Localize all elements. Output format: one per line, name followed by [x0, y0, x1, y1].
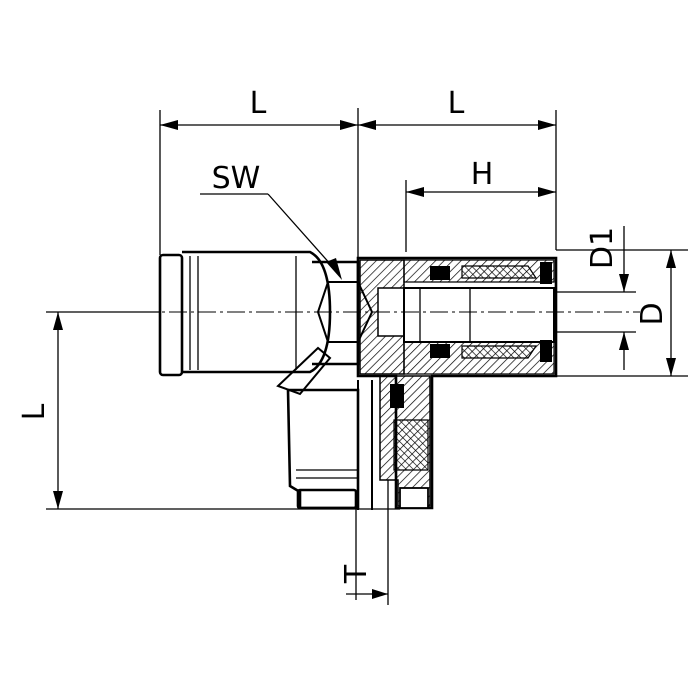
fitting-body: [158, 250, 558, 510]
dimension-lines: [46, 108, 688, 605]
outer-diameter-label: D: [635, 302, 670, 325]
thread-length-label: T: [339, 564, 374, 584]
inner-diameter-label: D1: [585, 227, 620, 269]
wrench-size-leader: [200, 193, 342, 280]
wrench-size-label: SW: [212, 161, 261, 196]
height-label: H: [471, 157, 494, 192]
vertical-length-label: L: [17, 403, 52, 420]
top-left-length-label: L: [250, 86, 267, 121]
top-right-length-label: L: [448, 86, 465, 121]
